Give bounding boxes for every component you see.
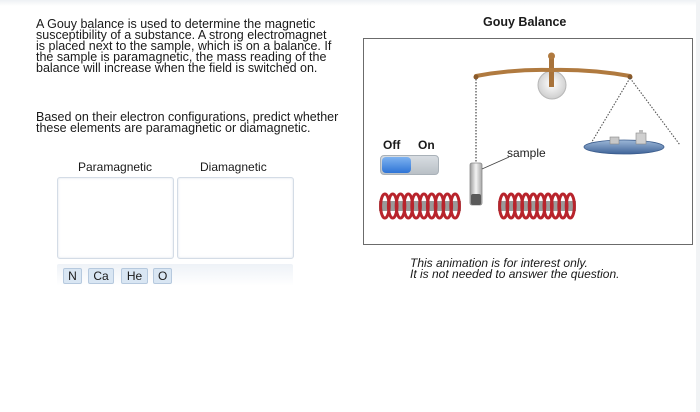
animation-note: This animation is for interest only. It … xyxy=(410,256,620,281)
question-paragraph-1: A Gouy balance is used to determine the … xyxy=(36,17,356,75)
question-paragraph-2: Based on their electron configurations, … xyxy=(36,110,356,135)
paramagnetic-label: Paramagnetic xyxy=(78,160,153,174)
balance-pivot-icon xyxy=(537,52,567,100)
element-tile-tray xyxy=(57,264,293,286)
sample-label: sample xyxy=(507,146,546,160)
paramagnetic-drop-zone[interactable] xyxy=(57,177,174,259)
element-tile-ca[interactable]: Ca xyxy=(88,268,114,284)
left-electromagnet-coil-icon xyxy=(379,192,461,220)
sample-tube-icon xyxy=(469,162,483,206)
field-toggle-switch[interactable] xyxy=(380,155,439,175)
right-electromagnet-coil-icon xyxy=(498,192,576,220)
element-tile-o[interactable]: O xyxy=(153,268,172,284)
right-divider xyxy=(696,0,700,412)
top-divider xyxy=(0,0,700,6)
question-text-1: A Gouy balance is used to determine the … xyxy=(36,17,332,75)
toggle-on-label: On xyxy=(418,138,435,152)
balance-beam xyxy=(474,67,632,78)
toggle-knob[interactable] xyxy=(382,157,411,173)
diamagnetic-label: Diamagnetic xyxy=(200,160,267,174)
balance-pan-icon xyxy=(583,130,665,155)
animation-title: Gouy Balance xyxy=(483,15,567,29)
element-tile-n[interactable]: N xyxy=(63,268,82,284)
element-tile-he[interactable]: He xyxy=(121,268,148,284)
diamagnetic-drop-zone[interactable] xyxy=(177,177,294,259)
gouy-balance-illustration: sample xyxy=(379,52,681,220)
question-text-2: Based on their electron configurations, … xyxy=(36,110,339,135)
toggle-off-label: Off xyxy=(383,138,401,152)
